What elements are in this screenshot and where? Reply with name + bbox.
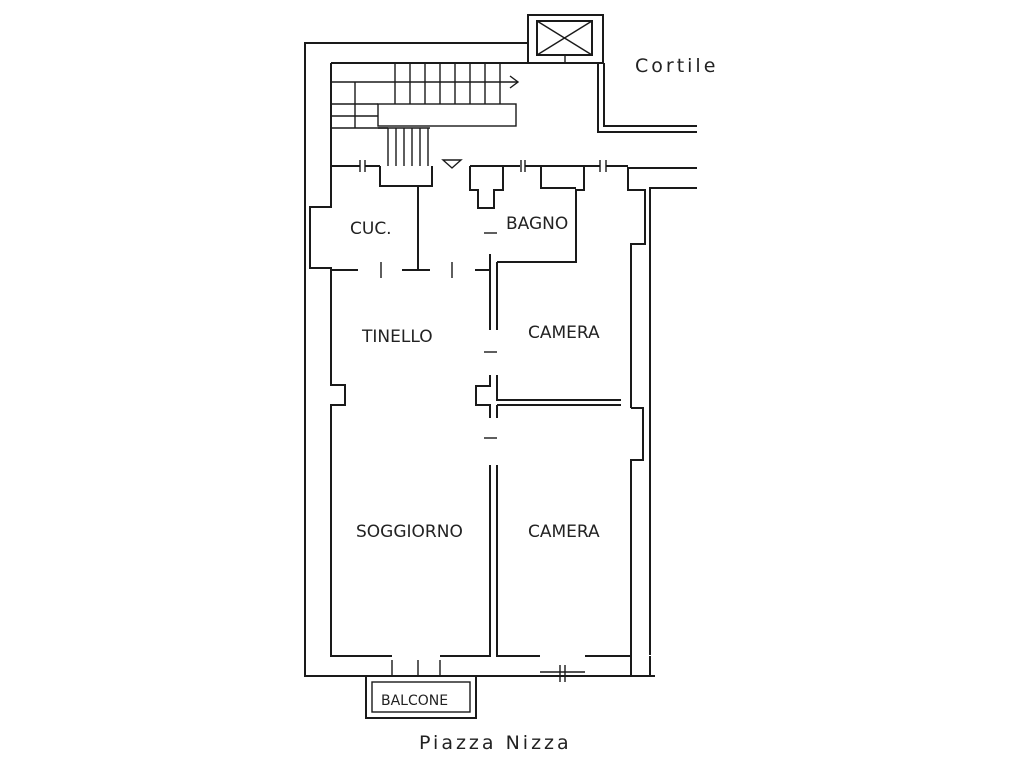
room-label-living: SOGGIORNO [356,522,463,542]
room-label-balcony: BALCONE [381,693,448,709]
room-label-bedroom-upper: CAMERA [528,323,600,343]
kitchen-walls [331,160,490,278]
staircase [331,63,520,166]
street-label: Piazza Nizza [419,732,572,754]
room-label-dining: TINELLO [361,327,433,347]
bathroom-walls [469,160,607,330]
balcony [365,660,477,719]
entrance-arrow-icon [441,159,463,169]
room-label-bedroom-lower: CAMERA [528,522,600,542]
room-label-kitchen: CUC. [350,219,392,239]
lift-shaft [527,14,604,64]
room-label-bathroom: BAGNO [506,214,568,234]
window-bottom [540,665,585,682]
courtyard-label: Cortile [635,55,718,77]
middle-partitions [475,351,621,439]
outer-walls [304,42,697,677]
